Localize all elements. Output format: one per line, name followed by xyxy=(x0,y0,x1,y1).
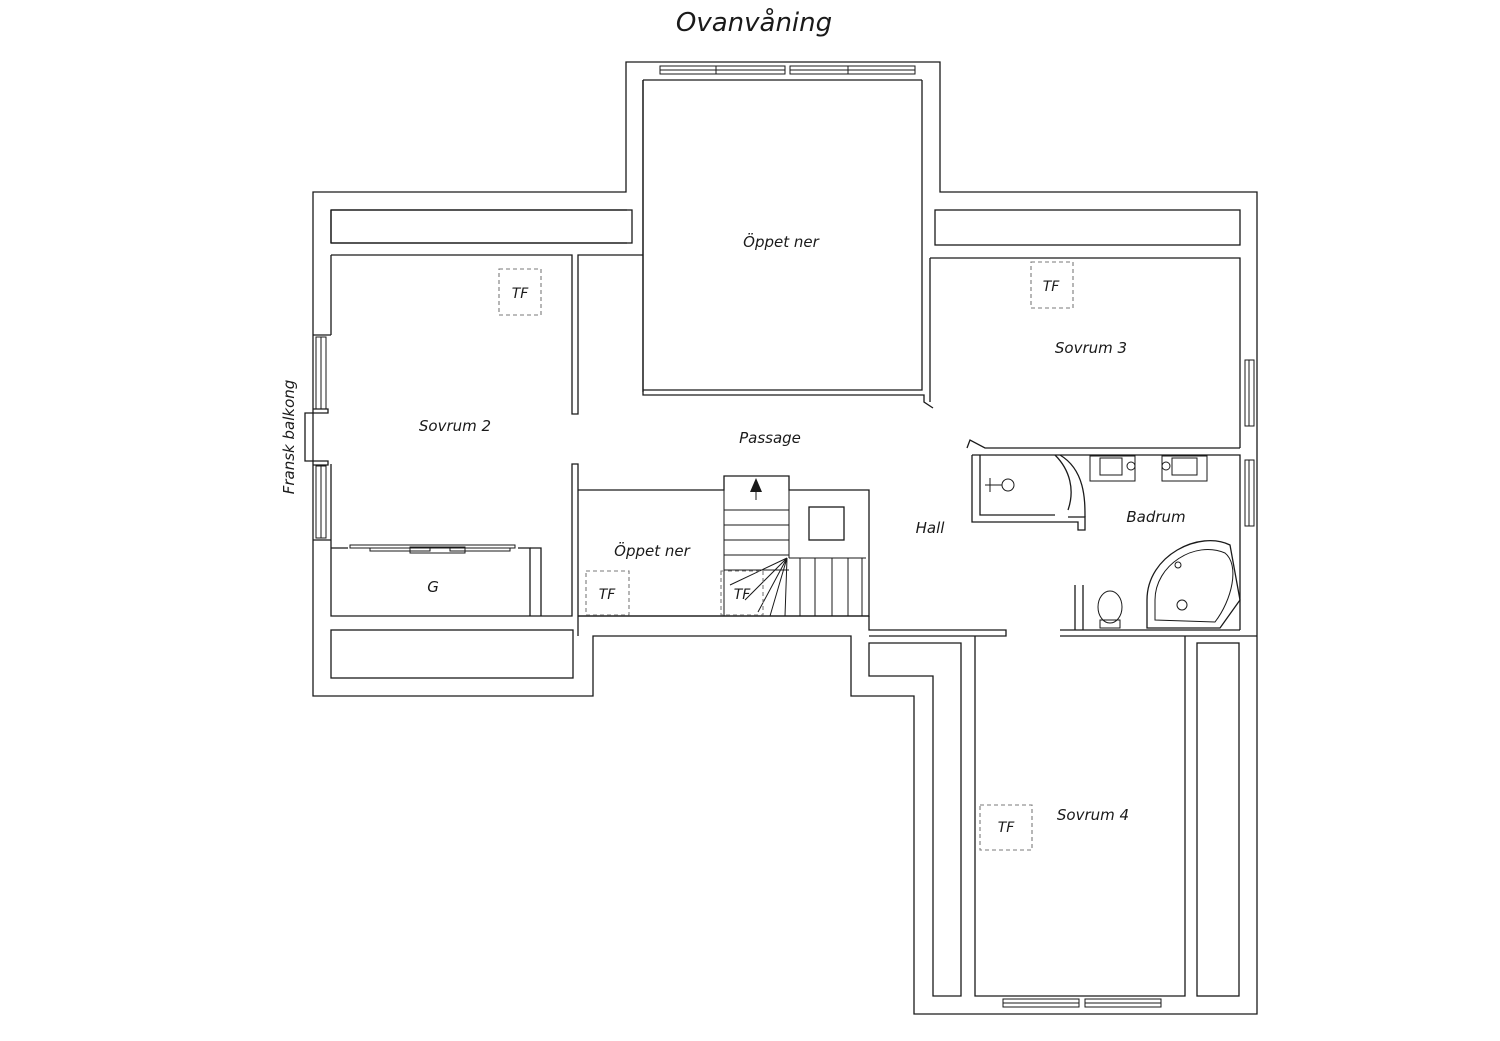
tf-marker-bedroom2 xyxy=(498,268,542,316)
room-label-open-top: Öppet ner xyxy=(743,232,819,251)
hall-walls xyxy=(868,616,1257,637)
bedroom2-walls xyxy=(330,254,643,636)
tf-marker-stair xyxy=(720,570,764,616)
room-label-open-stair: Öppet ner xyxy=(614,541,690,560)
outer-walls xyxy=(312,61,1258,1015)
tf-marker-bedroom3 xyxy=(1030,261,1074,309)
tf-label-stair: TF xyxy=(734,587,752,603)
window-top xyxy=(659,65,916,75)
tf-marker-bedroom4 xyxy=(979,804,1033,851)
bathroom-walls xyxy=(971,454,1255,631)
french-balcony-window xyxy=(304,334,331,541)
staircase-area xyxy=(578,475,870,617)
tf-marker-open-left xyxy=(585,570,630,616)
eave-storage-top-right xyxy=(934,209,1241,246)
eave-storage-top-left xyxy=(330,209,633,244)
room-label-balcony: Fransk balkong xyxy=(280,380,298,495)
room-label-hall: Hall xyxy=(916,519,946,537)
room-label-bedroom3: Sovrum 3 xyxy=(1055,339,1127,357)
plan-title: Ovanvåning xyxy=(675,8,833,38)
bedroom3-walls xyxy=(930,257,1255,449)
eave-storage-sovrum4 xyxy=(868,636,1240,1008)
room-label-bathroom: Badrum xyxy=(1126,508,1185,526)
tf-label-bedroom3: TF xyxy=(1043,279,1061,295)
tf-label-bedroom2: TF xyxy=(512,286,530,302)
room-label-bedroom2: Sovrum 2 xyxy=(419,417,491,435)
open-void-top xyxy=(642,80,934,409)
tf-label-bedroom4: TF xyxy=(998,820,1016,836)
tf-label-open-left: TF xyxy=(599,587,617,603)
eave-storage-bottom-left xyxy=(330,629,574,679)
wardrobe xyxy=(331,544,542,616)
room-label-passage: Passage xyxy=(739,429,801,447)
room-label-bedroom4: Sovrum 4 xyxy=(1057,806,1129,824)
room-label-wardrobe: G xyxy=(427,578,439,596)
